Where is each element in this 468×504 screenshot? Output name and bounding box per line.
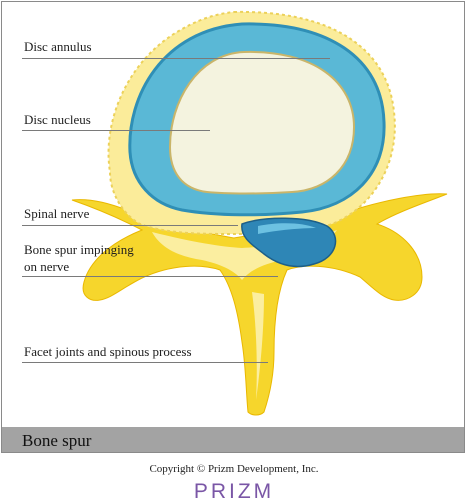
caption-bar: Bone spur <box>2 427 464 452</box>
label-bone-spur-line1: Bone spur impinging <box>24 242 134 257</box>
disc-nucleus <box>168 50 356 195</box>
leader-facet-joints <box>22 362 268 363</box>
leader-bone-spur <box>22 276 278 277</box>
logo-wordmark: PRIZM <box>194 480 274 502</box>
label-facet-joints: Facet joints and spinous process <box>24 344 192 359</box>
caption-title: Bone spur <box>22 431 92 450</box>
copyright-text: Copyright © Prizm Development, Inc. <box>149 463 319 475</box>
spine-cross-section-illustration <box>71 10 448 416</box>
prizm-logo: PRIZM <box>194 480 274 502</box>
leader-disc-nucleus <box>22 130 210 131</box>
process-highlight <box>252 292 264 400</box>
illustration-frame: Disc annulus Disc nucleus Spinal nerve B… <box>1 1 465 453</box>
label-bone-spur-line2: on nerve <box>24 259 70 274</box>
label-disc-nucleus: Disc nucleus <box>24 112 91 127</box>
label-disc-annulus: Disc annulus <box>24 39 92 54</box>
leader-spinal-nerve <box>22 225 238 226</box>
nerve-highlight <box>258 223 316 234</box>
label-spinal-nerve: Spinal nerve <box>24 206 90 221</box>
leader-disc-annulus <box>22 58 330 59</box>
